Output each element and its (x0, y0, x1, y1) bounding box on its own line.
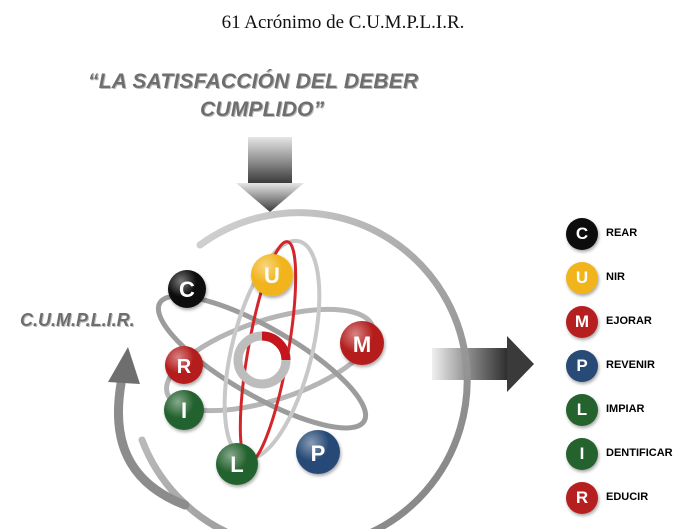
outer-ring (138, 209, 471, 529)
legend-badge-c: C (566, 218, 598, 250)
right-arrow-icon (432, 336, 534, 392)
orbit-ball-i: I (164, 390, 204, 430)
legend-badge-p: P (566, 350, 598, 382)
orbit-letter-c: C (179, 277, 195, 302)
curved-arrow-icon (108, 347, 190, 510)
legend-badge-i: I (566, 438, 598, 470)
legend-badge-u: U (566, 262, 598, 294)
legend-item-p: P REVENIR (566, 350, 686, 384)
legend-item-i: I DENTIFICAR (566, 438, 686, 472)
orbit-ball-r: R (165, 346, 203, 384)
orbit-letter-m: M (353, 332, 371, 357)
legend-item-m: M EJORAR (566, 306, 686, 340)
legend-text-m: EJORAR (606, 315, 652, 327)
legend-item-u: U NIR (566, 262, 686, 296)
orbit-letter-r: R (177, 356, 192, 378)
orbit-letter-i: I (181, 398, 187, 423)
legend-badge-m: M (566, 306, 598, 338)
legend-text-p: REVENIR (606, 359, 655, 371)
figure-caption: 61 Acrónimo de C.U.M.P.L.I.R. (221, 12, 465, 33)
legend-text-u: NIR (606, 271, 625, 283)
quote-line-2: CUMPLIDO” (200, 98, 325, 121)
orbit-ball-c: C (168, 270, 206, 308)
orbit-letter-l: L (230, 452, 243, 477)
orbit-ball-m: M (340, 321, 384, 365)
down-arrow-icon (236, 137, 304, 212)
legend-item-r: R EDUCIR (566, 482, 686, 516)
quote-line-1: “LA SATISFACCIÓN DEL DEBER (88, 70, 419, 93)
side-label: C.U.M.P.L.I.R. (20, 310, 135, 330)
orbit-ball-u: U (251, 254, 293, 296)
orbit-ball-p: P (296, 430, 340, 474)
orbit-ball-l: L (216, 443, 258, 485)
legend-text-i: DENTIFICAR (606, 447, 673, 459)
legend-text-c: REAR (606, 227, 638, 239)
legend-badge-r: R (566, 482, 598, 514)
legend-item-c: C REAR (566, 218, 686, 252)
legend-text-l: IMPIAR (606, 403, 645, 415)
legend-badge-l: L (566, 394, 598, 426)
center-nucleus (233, 331, 291, 389)
orbit-letter-p: P (311, 441, 326, 466)
legend-item-l: L IMPIAR (566, 394, 686, 428)
legend-text-r: EDUCIR (606, 491, 649, 503)
orbit-letter-u: U (264, 263, 280, 288)
